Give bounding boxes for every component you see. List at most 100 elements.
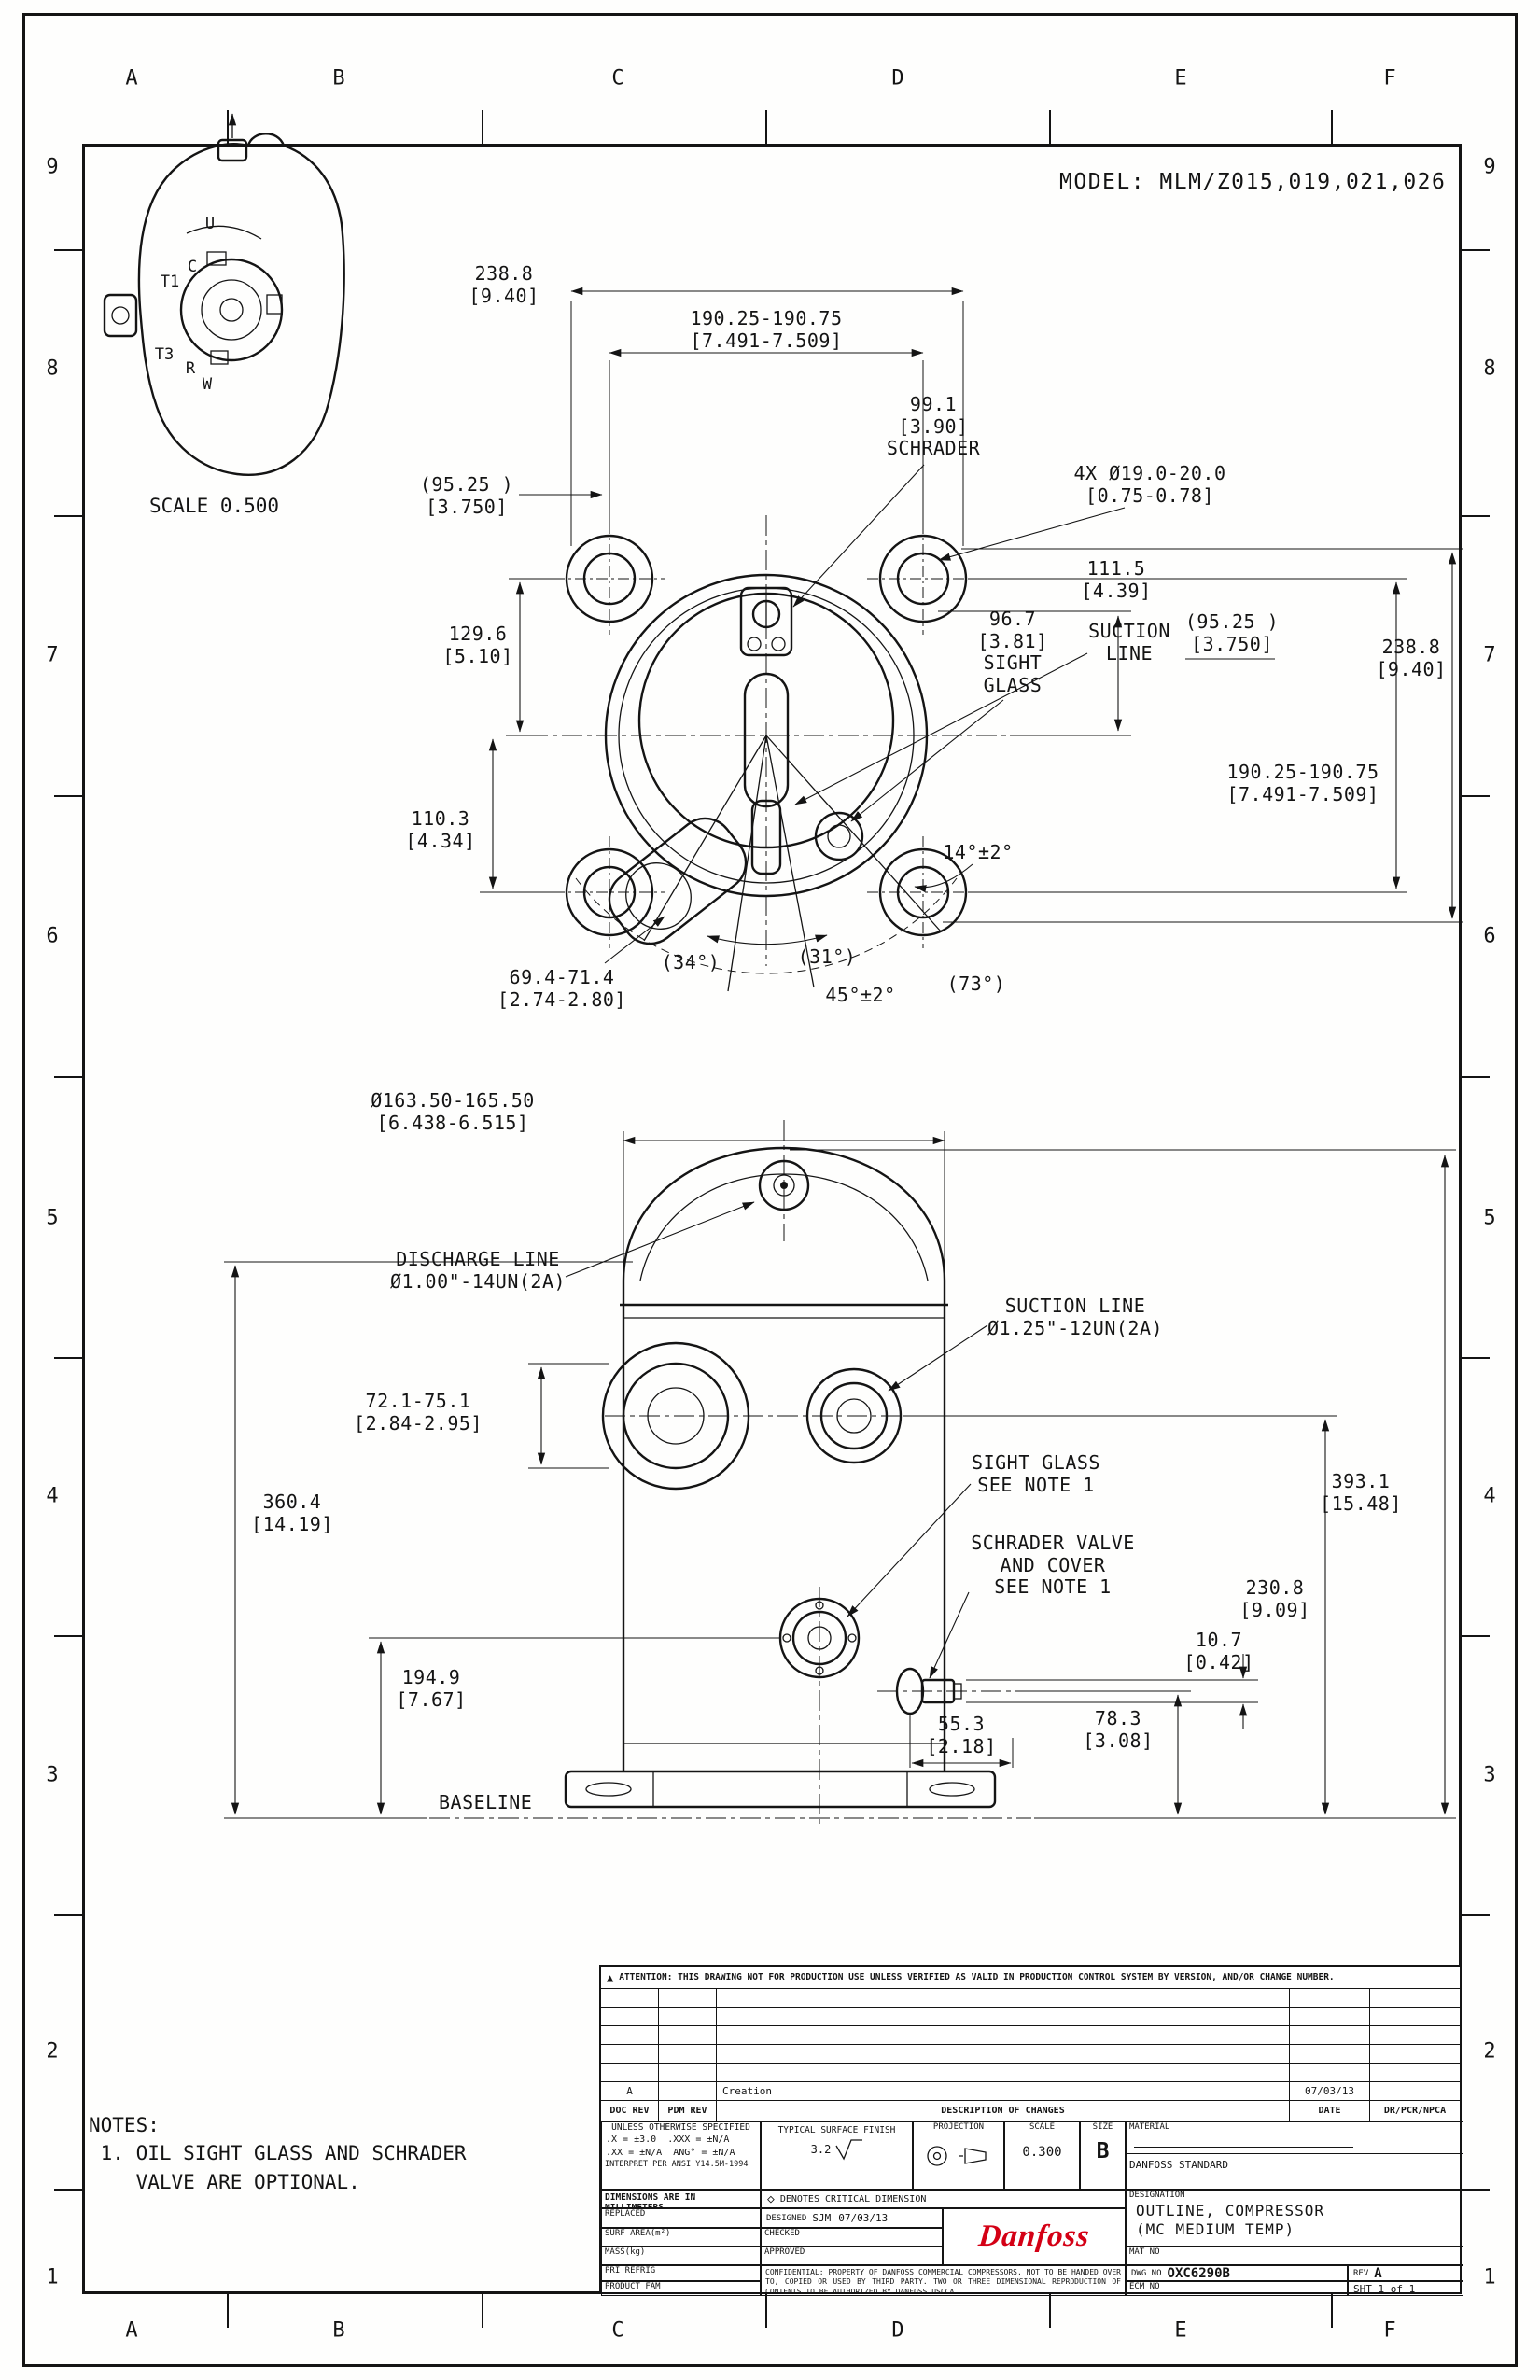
rev-cell xyxy=(659,2026,717,2045)
dwg-no-cell: DWG NO OXC6290B xyxy=(1126,2265,1348,2281)
mounting-lug-top-right xyxy=(867,523,979,635)
schrader-valve xyxy=(895,1667,962,1715)
mat-no-label: MAT NO xyxy=(1129,2247,1160,2257)
rev-cell xyxy=(1290,2026,1370,2045)
grid-row-9-right: 9 xyxy=(1483,155,1496,179)
designed-by: SJM xyxy=(812,2212,832,2224)
designed-cell: DESIGNED SJM 07/03/13 xyxy=(761,2208,943,2228)
rev-cell-main: REV A xyxy=(1348,2265,1463,2281)
dome-weld-circle xyxy=(637,592,895,849)
third-angle-projection-icon xyxy=(927,2146,987,2166)
dim-label-suction-line: SUCTION LINE Ø1.25"-12UN(2A) xyxy=(987,1295,1164,1339)
tolerance-cell: UNLESS OTHERWISE SPECIFIED .X = ±3.0 .XX… xyxy=(601,2121,761,2190)
mounting-lug-bottom-right xyxy=(867,836,979,948)
dim-label-1103: 110.3 [4.34] xyxy=(405,807,476,852)
product-fam-cell: PRODUCT FAM xyxy=(601,2281,761,2296)
grid-col-c-top: C xyxy=(611,66,624,91)
ecm-no-cell: ECM NO xyxy=(1126,2281,1348,2296)
shell-outline xyxy=(604,573,929,898)
rev-cell xyxy=(717,2008,1290,2026)
rev-cell xyxy=(717,2026,1290,2045)
pri-refrig-cell: PRI REFRIG xyxy=(601,2265,761,2281)
rev-date-value: 07/03/13 xyxy=(1290,2082,1370,2101)
rev-header-description: DESCRIPTION OF CHANGES xyxy=(717,2101,1290,2121)
dim-label-lug-holes: 4X Ø19.0-20.0 [0.75-0.78] xyxy=(1073,462,1226,507)
dim-label-783: 78.3 [3.08] xyxy=(1083,1707,1154,1752)
mass-label: MASS(kg) xyxy=(605,2247,646,2257)
confidential-cell: CONFIDENTIAL: PROPERTY OF DANFOSS COMMER… xyxy=(761,2265,1126,2296)
size-value: B xyxy=(1096,2138,1110,2163)
dim-label-top-width: 238.8 [9.40] xyxy=(469,262,539,307)
dim-label-721-751: 72.1-75.1 [2.84-2.95] xyxy=(354,1390,483,1435)
title-block: ▲ ATTENTION: THIS DRAWING NOT FOR PRODUC… xyxy=(599,1965,1463,2296)
checked-label: CHECKED xyxy=(764,2229,800,2238)
rev-cell xyxy=(601,2045,659,2064)
model-title: MODEL: MLM/Z015,019,021,026 xyxy=(1059,170,1447,194)
rev-cell xyxy=(717,2045,1290,2064)
surface-finish-value: 3.2 xyxy=(810,2143,832,2157)
terminal-orientation-view xyxy=(103,113,345,476)
grid-col-f-bottom: F xyxy=(1383,2318,1396,2343)
rev-cell xyxy=(659,1989,717,2008)
grid-col-a-top: A xyxy=(125,66,138,91)
attention-banner: ▲ ATTENTION: THIS DRAWING NOT FOR PRODUC… xyxy=(601,1967,1460,1989)
rev-cell xyxy=(1290,2064,1370,2082)
grid-row-5-left: 5 xyxy=(46,1206,59,1230)
dim-label-73deg: (73°) xyxy=(946,973,1006,995)
terminal-top-lug xyxy=(217,138,248,162)
dwg-no-label: DWG NO xyxy=(1131,2268,1162,2278)
rev-cell xyxy=(1370,2045,1460,2064)
designation-cell: DESIGNATION OUTLINE, COMPRESSOR (MC MEDI… xyxy=(1126,2190,1463,2247)
danfoss-logo: Danfoss xyxy=(976,2219,1092,2253)
rev-cell xyxy=(717,1989,1290,2008)
tolerance-standard: INTERPRET PER ANSI Y14.5M-1994 xyxy=(605,2160,749,2170)
compressor-top-view xyxy=(527,515,1006,992)
sheet-cell: SHT 1 of 1 xyxy=(1348,2281,1463,2296)
side-view-dimension-lines xyxy=(224,1131,1456,1819)
grid-row-6-right: 6 xyxy=(1483,924,1496,948)
surface-finish-cell: TYPICAL SURFACE FINISH 3.2 xyxy=(761,2121,913,2190)
confidential-text: CONFIDENTIAL: PROPERTY OF DANFOSS COMMER… xyxy=(765,2268,1121,2296)
rev-cell xyxy=(1290,2045,1370,2064)
grid-col-c-bottom: C xyxy=(611,2318,624,2343)
approved-cell: APPROVED xyxy=(761,2247,943,2265)
terminal-label-w: W xyxy=(202,375,213,394)
grid-row-3-right: 3 xyxy=(1483,1763,1496,1787)
terminal-side-tab xyxy=(103,293,138,338)
material-divider xyxy=(1127,2153,1463,2154)
terminal-label-t3: T3 xyxy=(154,345,175,364)
rev-description-value: Creation xyxy=(717,2082,1290,2101)
scale-cell: SCALE 0.300 xyxy=(1004,2121,1080,2190)
units-note: DIMENSIONS ARE IN MILLIMETERS xyxy=(605,2192,696,2208)
dim-label-14deg: 14°±2° xyxy=(943,841,1014,863)
grid-col-d-bottom: D xyxy=(891,2318,904,2343)
grid-col-b-top: B xyxy=(332,66,345,91)
dim-label-45deg: 45°±2° xyxy=(825,984,896,1006)
rev-cell xyxy=(601,2026,659,2045)
ecm-no-label: ECM NO xyxy=(1129,2282,1160,2291)
rev-cell xyxy=(1290,1989,1370,2008)
revision-row-empty xyxy=(601,1989,1460,2008)
rev-header-date: DATE xyxy=(1290,2101,1370,2121)
dim-label-schrader: 99.1 [3.90] SCHRADER xyxy=(886,393,981,460)
rev-header-pdm-rev: PDM REV xyxy=(659,2101,717,2121)
grid-ticks xyxy=(54,110,1490,2328)
critical-diamond-icon: ◇ xyxy=(767,2191,775,2206)
surface-finish-icon xyxy=(835,2139,863,2161)
grid-col-e-top: E xyxy=(1174,66,1187,91)
discharge-tube-top-view xyxy=(608,817,748,945)
mounting-lug-top-left xyxy=(553,523,665,635)
scale-value: 0.300 xyxy=(1022,2144,1062,2160)
rev-header-dr: DR/PCR/NPCA xyxy=(1370,2101,1460,2121)
dim-label-34deg: (34°) xyxy=(661,951,721,973)
rev-cell xyxy=(1370,2008,1460,2026)
sight-glass-top-view xyxy=(814,811,864,861)
rev-cell xyxy=(659,2045,717,2064)
logo-cell: Danfoss xyxy=(943,2208,1126,2265)
baseline-label: BASELINE xyxy=(439,1791,533,1813)
notes-block: NOTES: 1. OIL SIGHT GLASS AND SCHRADER V… xyxy=(89,2114,467,2193)
rev-cell xyxy=(1370,2064,1460,2082)
designation-line-2: (MC MEDIUM TEMP) xyxy=(1136,2219,1295,2238)
